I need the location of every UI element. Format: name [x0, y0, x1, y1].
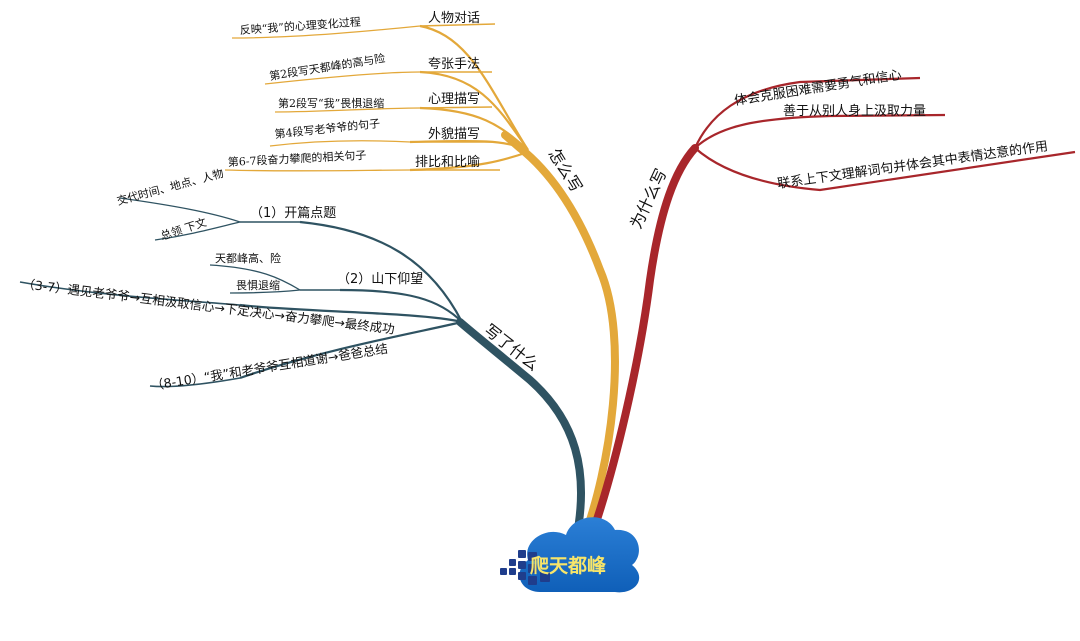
- why-item-label[interactable]: 联系上下文理解词句并体会其中表情达意的作用: [776, 138, 1049, 192]
- root-node[interactable]: 爬天都峰: [500, 517, 640, 593]
- branch-how-title[interactable]: 怎么写: [545, 145, 587, 196]
- root-title: 爬天都峰: [529, 554, 607, 577]
- what-item-detail: 天都峰高、险: [215, 251, 281, 265]
- how-item-detail: 第4段写老爷爷的句子: [274, 116, 381, 141]
- how-item-detail: 第6-7段奋力攀爬的相关句子: [227, 148, 366, 169]
- what-item-detail: 畏惧退缩: [236, 278, 280, 292]
- branch-what: [19, 197, 463, 388]
- how-item-label[interactable]: 排比和比喻: [415, 155, 480, 170]
- branch-why: [693, 76, 1076, 192]
- pixel-blocks-icon: [500, 550, 550, 585]
- branch-why-trunk: [586, 144, 699, 544]
- what-item-label[interactable]: （1）开篇点题: [250, 206, 336, 221]
- trunks: [456, 131, 699, 544]
- how-item-detail: 第2段写“我”畏惧退缩: [278, 96, 384, 110]
- why-item-label[interactable]: 善于从别人身上汲取力量: [783, 103, 926, 119]
- how-item-detail: 反映“我”的心理变化过程: [239, 15, 361, 37]
- branch-how: [224, 23, 529, 172]
- how-item-label[interactable]: 外貌描写: [428, 127, 480, 142]
- what-item-label[interactable]: （8-10）“我”和老爷爷互相道谢→爸爸总结: [150, 341, 389, 393]
- why-item-label[interactable]: 体会克服困难需要勇气和信心: [733, 67, 902, 109]
- branch-how-trunk: [501, 131, 619, 544]
- how-item-label[interactable]: 夸张手法: [428, 57, 480, 72]
- branch-what-trunk: [456, 318, 585, 544]
- how-item-label[interactable]: 心理描写: [428, 92, 480, 107]
- what-item-detail: 总领 下文: [159, 215, 209, 243]
- how-item-label[interactable]: 人物对话: [428, 11, 480, 26]
- what-item-label[interactable]: （2）山下仰望: [337, 271, 423, 287]
- what-item-detail: 交代时间、地点、人物: [115, 166, 225, 208]
